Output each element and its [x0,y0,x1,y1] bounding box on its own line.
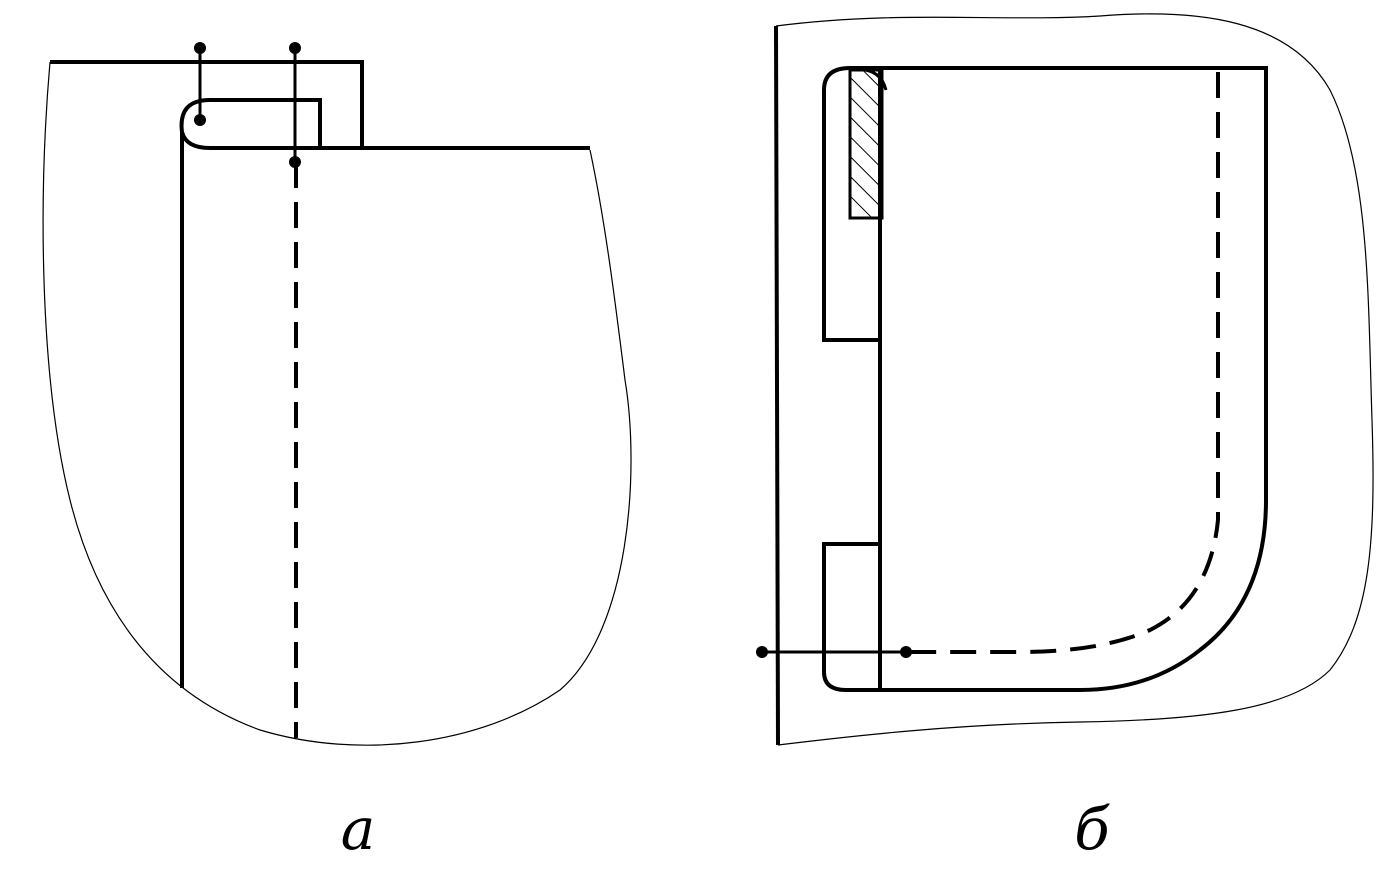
folded-strip [179,98,322,688]
stitch-line-b [908,72,1220,654]
hatched-cap [849,67,888,91]
fabric-left-edge [774,25,780,746]
facing-strip-top [822,66,880,342]
figure-b [756,13,1374,746]
fabric-outline-b [775,13,1374,746]
figure-b-caption: б [1074,795,1110,863]
waistband-top-line [50,60,590,150]
pin-dot-right-top [289,42,301,54]
fold-underline [180,131,362,150]
figure-a-caption: а [340,795,376,863]
pin-dot-horizontal-left [756,646,768,658]
pin-dot-left-top [194,42,206,54]
figure-a [42,42,632,746]
pocket-outline [880,66,1268,692]
garment-outline-a [42,61,632,746]
facing-strip-bottom [822,542,880,692]
hatched-area [848,68,884,220]
pin-dot-right-bottom [289,156,301,168]
pin-dot-horizontal-right [900,646,912,658]
pin-dot-left-bottom [194,114,206,126]
